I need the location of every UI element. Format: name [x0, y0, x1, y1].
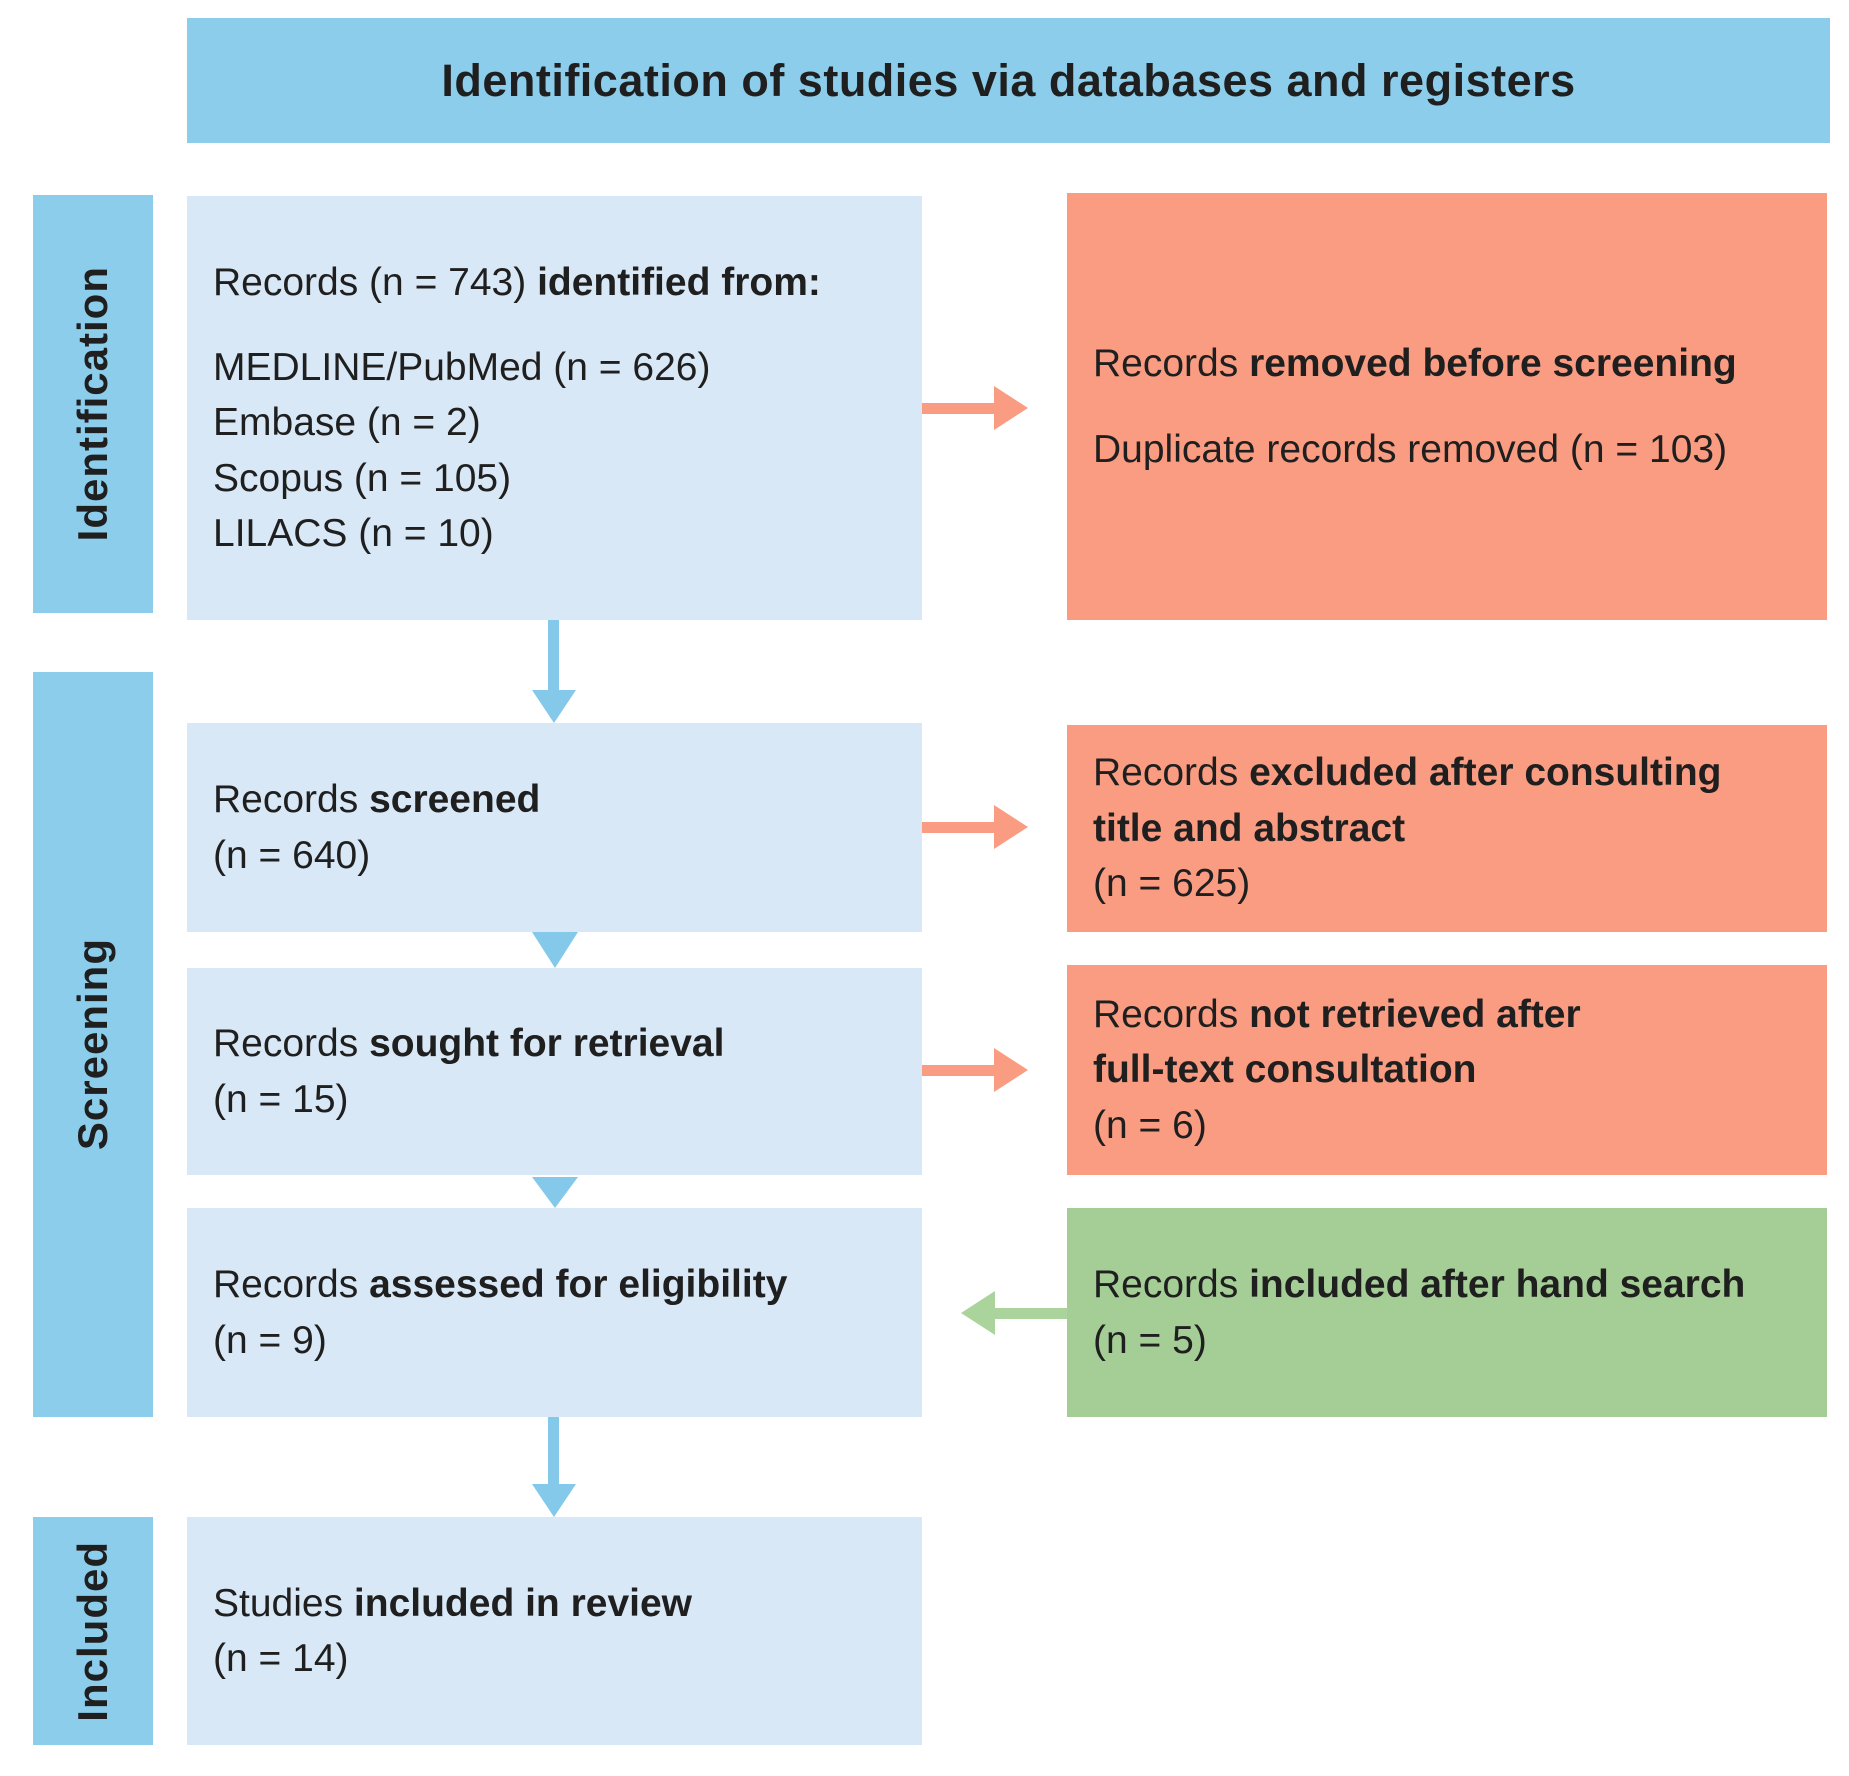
exclusion-arrow-3-shaft: [922, 1065, 994, 1076]
text-segment-bold: included after hand search: [1249, 1263, 1746, 1307]
text-segment: Records (n = 743): [213, 260, 538, 304]
exclusion-arrow-2-shaft: [922, 822, 994, 833]
box-text-line: (n = 625): [1093, 856, 1797, 911]
box-text-line: Records screened: [213, 772, 892, 827]
exclusion-arrow-1-shaft: [922, 403, 994, 414]
exclusion-arrow-3-head: [994, 1048, 1028, 1092]
box-text-line: Duplicate records removed (n = 103): [1093, 422, 1797, 477]
box-text-line: Records not retrieved after: [1093, 987, 1797, 1042]
down-arrow-1-shaft: [548, 620, 559, 690]
text-segment-bold: not retrieved after: [1249, 992, 1581, 1036]
box-text-line: Records (n = 743) identified from:: [213, 255, 892, 310]
text-segment: (n = 6): [1093, 1103, 1207, 1147]
text-segment-bold: sought for retrieval: [369, 1022, 725, 1066]
stage-label-included: Included: [69, 1540, 116, 1722]
text-segment: Scopus (n = 105): [213, 456, 512, 500]
text-segment-bold: included in review: [353, 1581, 693, 1625]
box-text-line: Scopus (n = 105): [213, 451, 892, 506]
box-records-included-hand-search: Records included after hand search (n = 5…: [1067, 1208, 1827, 1417]
text-segment: (n = 14): [213, 1637, 349, 1680]
text-segment: Records: [213, 1022, 370, 1066]
stage-bar-included: Included: [33, 1517, 153, 1745]
down-arrow-3-head: [532, 1177, 578, 1208]
box-text-line: MEDLINE/PubMed (n = 626): [213, 340, 892, 395]
stage-bar-identification: Identification: [33, 195, 153, 613]
text-segment: Duplicate records removed (n = 103): [1093, 427, 1728, 471]
box-studies-included-review: Studies included in review(n = 14): [187, 1517, 922, 1745]
text-segment: Studies: [213, 1581, 354, 1625]
diagram-title: Identification of studies via databases …: [187, 18, 1830, 143]
box-text-line: Embase (n = 2): [213, 395, 892, 450]
text-segment-bold: screened: [369, 778, 541, 822]
text-segment: Records: [1093, 342, 1250, 386]
box-text-line: Records excluded after consulting: [1093, 745, 1797, 800]
box-text-line: Studies included in review: [213, 1576, 892, 1631]
down-arrow-1-head: [532, 690, 576, 723]
exclusion-arrow-1-head: [994, 386, 1028, 430]
inclusion-arrow-shaft: [995, 1308, 1067, 1319]
text-segment: (n = 15): [213, 1077, 349, 1121]
box-text-line: Records sought for retrieval: [213, 1016, 892, 1071]
box-records-identified: Records (n = 743) identified from: MEDLIN…: [187, 196, 922, 620]
down-arrow-4-head: [532, 1484, 576, 1517]
box-text-line: full-text consultation: [1093, 1042, 1797, 1097]
box-text-line: LILACS (n = 10): [213, 506, 892, 561]
box-text-line: Records removed before screening: [1093, 336, 1797, 391]
text-segment: Records: [213, 778, 370, 822]
text-segment: LILACS (n = 10): [213, 512, 494, 556]
text-segment: MEDLINE/PubMed (n = 626): [213, 345, 711, 389]
text-segment: Records: [1093, 751, 1250, 795]
text-segment: (n = 5): [1093, 1318, 1207, 1362]
stage-label-screening: Screening: [69, 938, 116, 1151]
text-segment-bold: identified from:: [537, 260, 821, 304]
down-arrow-2-head: [532, 932, 578, 968]
box-text-line: (n = 640): [213, 828, 892, 883]
box-text-line: Records assessed for eligibility: [213, 1257, 892, 1312]
box-text-line: (n = 6): [1093, 1098, 1797, 1153]
box-text-line: (n = 5): [1093, 1313, 1797, 1368]
box-records-sought-retrieval: Records sought for retrieval (n = 15): [187, 968, 922, 1175]
box-text-line: (n = 9): [213, 1313, 892, 1368]
text-segment: (n = 9): [213, 1318, 327, 1362]
stage-bar-screening: Screening: [33, 672, 153, 1417]
text-segment: (n = 625): [1093, 862, 1251, 906]
text-segment: (n = 640): [213, 833, 371, 877]
text-segment-bold: title and abstract: [1093, 806, 1406, 850]
box-records-excluded-title-abstract: Records excluded after consulting title a…: [1067, 725, 1827, 932]
exclusion-arrow-2-head: [994, 805, 1028, 849]
box-text-line: Records included after hand search: [1093, 1257, 1797, 1312]
inclusion-arrow-head: [961, 1291, 995, 1335]
stage-label-identification: Identification: [69, 266, 116, 542]
box-records-assessed-eligibility: Records assessed for eligibility (n = 9): [187, 1208, 922, 1417]
text-segment: Embase (n = 2): [213, 401, 481, 445]
text-segment-bold: excluded after consulting: [1249, 751, 1722, 795]
box-text-line: (n = 14): [213, 1631, 892, 1686]
box-records-screened: Records screened (n = 640): [187, 723, 922, 932]
box-records-not-retrieved: Records not retrieved after full-text con…: [1067, 965, 1827, 1175]
text-segment-bold: assessed for eligibility: [369, 1263, 788, 1307]
box-text-line: title and abstract: [1093, 801, 1797, 856]
text-segment: Records: [1093, 992, 1250, 1036]
box-text-line: (n = 15): [213, 1072, 892, 1127]
text-segment-bold: full-text consultation: [1093, 1048, 1477, 1092]
text-segment: Records: [213, 1263, 370, 1307]
down-arrow-4-shaft: [548, 1417, 559, 1484]
text-segment: Records: [1093, 1263, 1250, 1307]
text-segment-bold: removed before screening: [1249, 342, 1737, 386]
